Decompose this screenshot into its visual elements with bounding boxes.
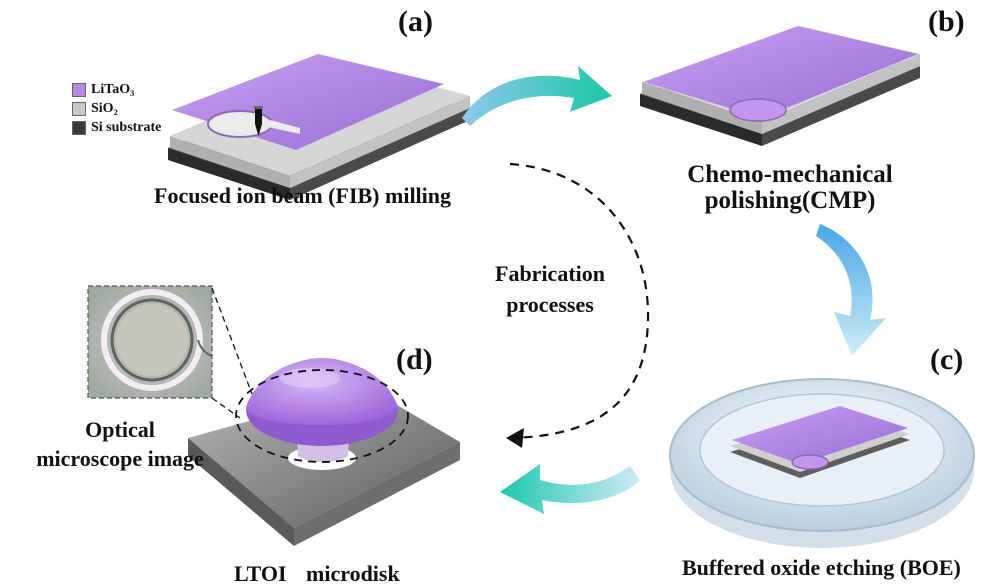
panel-label-d: (d)	[396, 343, 433, 376]
center-label-line2: processes	[506, 292, 594, 318]
inset-label: Optical microscope image	[30, 418, 210, 470]
inset-label-line2: microscope image	[36, 446, 204, 472]
panel-label-a: (a)	[398, 5, 433, 38]
panel-a-wafer	[168, 54, 470, 200]
inset-connector-bottom	[211, 397, 241, 419]
inset-label-line1: Optical	[85, 417, 155, 442]
legend-label-litao3: LiTaO₃	[91, 81, 135, 97]
legend-label-si-substrate: Si substrate	[91, 119, 162, 135]
inset-connector-top	[211, 287, 253, 395]
arrow-a-to-b-icon	[462, 66, 612, 126]
caption-boe: Buffered oxide etching (BOE)	[682, 555, 961, 580]
legend-item-sio2: SiO₂	[72, 99, 161, 118]
center-label: Fabrication processes	[460, 262, 640, 316]
caption-ltoi: LTOI	[234, 561, 287, 586]
fabrication-loop-dashed	[509, 162, 650, 440]
caption-microdisk: microdisk	[306, 561, 400, 586]
legend-label-sio2: SiO₂	[91, 100, 118, 116]
center-label-line1: Fabrication	[495, 261, 605, 286]
caption-cmp-line2: polishing(CMP)	[704, 187, 876, 215]
panel-b-wafer	[640, 26, 920, 146]
arrow-b-to-c-icon	[816, 224, 886, 356]
optical-microscope-inset	[87, 285, 213, 399]
legend-item-litao3: LiTaO₃	[72, 80, 161, 99]
material-legend: LiTaO₃ SiO₂ Si substrate	[72, 80, 161, 137]
panel-d-microdisk	[188, 358, 460, 546]
panel-label-c: (c)	[930, 343, 964, 376]
fib-needle-icon	[254, 106, 263, 136]
legend-swatch-sio2	[72, 101, 86, 116]
loop-arrowhead-icon	[506, 428, 524, 448]
legend-swatch-litao3	[72, 82, 86, 97]
arrow-c-to-d-icon	[500, 464, 640, 514]
caption-cmp: Chemo-mechanical polishing(CMP)	[660, 161, 920, 215]
panel-label-b: (b)	[928, 5, 965, 38]
caption-fib-milling: Focused ion beam (FIB) milling	[154, 183, 452, 208]
caption-cmp-line1: Chemo-mechanical	[687, 161, 893, 188]
panel-c-etching-dish	[669, 378, 975, 548]
legend-swatch-si-substrate	[72, 120, 86, 135]
legend-item-si-substrate: Si substrate	[72, 118, 161, 137]
